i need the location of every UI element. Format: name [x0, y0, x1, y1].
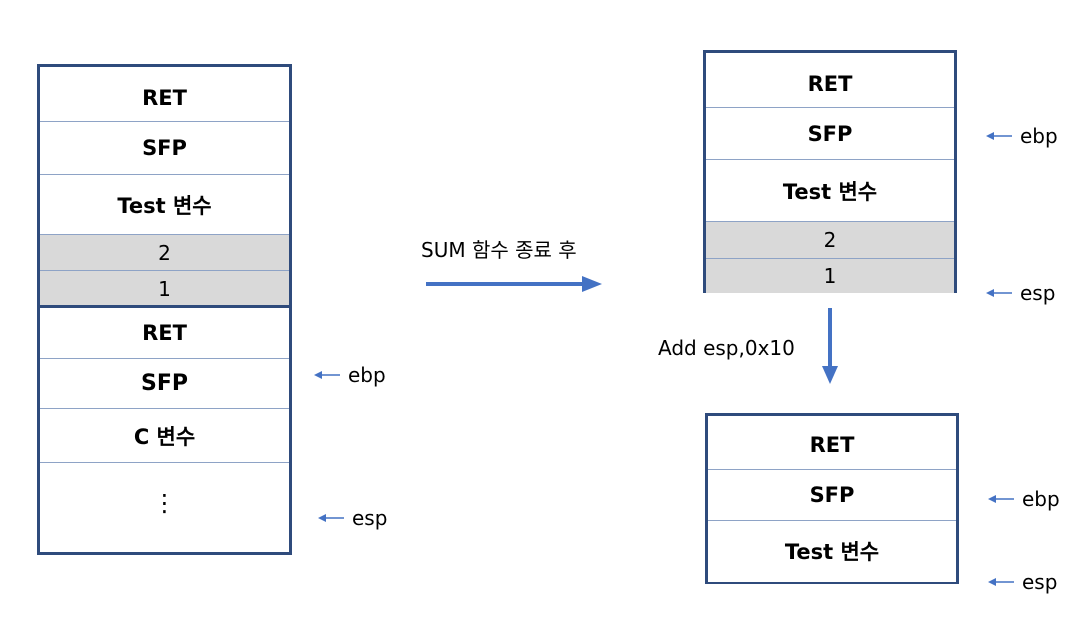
right-top-cell-ret: RET: [706, 60, 954, 108]
right-top-ebp-pointer: ebp: [986, 124, 1058, 148]
left-stack-separator: [40, 305, 289, 308]
left-cell-c-var: C 변수: [40, 409, 289, 463]
left-stack: RET SFP Test 변수 2 1 RET SFP C 변수 ⋮: [37, 64, 292, 555]
right-bottom-ebp-label: ebp: [1022, 487, 1060, 511]
left-cell-test-var: Test 변수: [40, 175, 289, 235]
right-bottom-cell-ret: RET: [708, 420, 956, 470]
left-ebp-pointer: ebp: [314, 363, 386, 387]
right-top-esp-pointer: esp: [986, 281, 1055, 305]
right-bottom-cell-sfp: SFP: [708, 470, 956, 521]
left-cell-ret-lower: RET: [40, 308, 289, 359]
left-cell-ret-upper: RET: [40, 74, 289, 122]
left-esp-pointer: esp: [318, 506, 387, 530]
right-top-cell-sfp: SFP: [706, 108, 954, 160]
right-top-stack: RET SFP Test 변수 2 1: [703, 50, 957, 293]
right-bottom-ebp-pointer: ebp: [988, 487, 1060, 511]
left-cell-sfp-upper: SFP: [40, 122, 289, 175]
left-arrow-icon: [314, 371, 340, 379]
left-cell-arg-2: 2: [40, 235, 289, 271]
left-cell-sfp-lower: SFP: [40, 359, 289, 409]
left-cell-ellipsis: ⋮: [152, 489, 177, 517]
right-bottom-esp-pointer: esp: [988, 570, 1057, 594]
right-top-ebp-label: ebp: [1020, 124, 1058, 148]
transition-label: SUM 함수 종료 후: [421, 238, 577, 262]
down-arrow-icon: [822, 308, 838, 384]
right-bottom-cell-test-var: Test 변수: [784, 540, 880, 564]
left-ebp-label: ebp: [348, 363, 386, 387]
right-top-cell-test-var: Test 변수: [706, 160, 954, 222]
left-arrow-icon: [986, 132, 1012, 140]
right-bottom-esp-label: esp: [1022, 570, 1058, 594]
right-top-cell-arg-2: 2: [706, 222, 954, 259]
left-cell-arg-1: 1: [40, 271, 289, 306]
left-arrow-icon: [988, 495, 1014, 503]
right-top-cell-arg-1: 1: [706, 259, 954, 293]
right-top-esp-label: esp: [1020, 281, 1056, 305]
left-arrow-icon: [988, 578, 1014, 586]
right-arrow-icon: [426, 276, 602, 292]
step-label: Add esp,0x10: [658, 336, 795, 360]
left-esp-label: esp: [352, 506, 388, 530]
left-arrow-icon: [318, 514, 344, 522]
right-bottom-stack: RET SFP Test 변수: [705, 413, 959, 584]
left-arrow-icon: [986, 289, 1012, 297]
